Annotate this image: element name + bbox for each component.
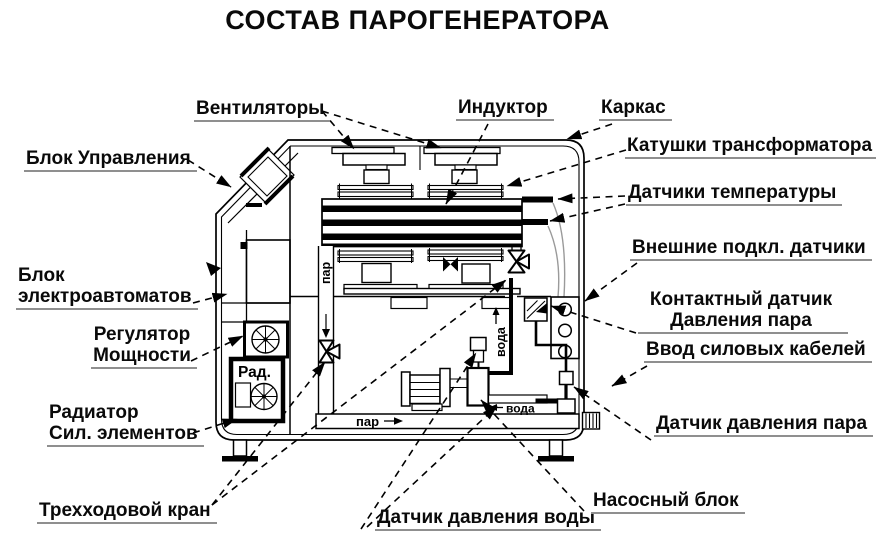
label-radiator-line1: Радиатор — [49, 402, 139, 423]
leader-temp-sensor-2 — [549, 203, 626, 223]
label-regulator-line1: Регулятор — [93, 324, 191, 345]
power-cable-gland — [581, 411, 601, 430]
label-cable-entry: Ввод силовых кабелей — [644, 339, 872, 363]
transformer-coils-lower — [337, 248, 521, 310]
label-fans: Вентиляторы — [194, 98, 331, 122]
steam-pressure-sensor — [535, 370, 576, 414]
control-unit-panel — [227, 146, 299, 224]
label-control-unit: Блок Управления — [24, 148, 197, 172]
page-title: СОСТАВ ПАРОГЕНЕРАТОРА — [225, 5, 610, 35]
label-regulator-line2: Мощности — [93, 345, 191, 366]
label-breaker-block: Блок электроавтоматов — [16, 265, 198, 310]
ventilation-fans — [331, 146, 501, 171]
steam-outlet-label: пар — [356, 414, 379, 429]
three-way-valve-symbol — [507, 243, 530, 274]
leader-power-regulator — [190, 335, 244, 362]
contact-pressure-switch — [523, 297, 568, 372]
radiator-block: Рад. — [228, 356, 286, 424]
label-frame: Каркас — [599, 97, 672, 121]
label-contact-sensor-line1: Контактный датчик — [649, 289, 833, 310]
label-breaker-line2: электроавтоматов — [18, 286, 192, 307]
label-pump-block: Насосный блок — [591, 490, 745, 514]
callout-leader-lines — [187, 110, 652, 530]
label-inductor: Индуктор — [456, 97, 554, 121]
leader-radiator — [192, 418, 238, 434]
label-contact-sensor-line2: Давления пара — [670, 310, 812, 331]
leader-control-unit — [187, 159, 232, 188]
leader-breaker-block — [192, 292, 228, 304]
label-steam-pressure-sensor: Датчик давления пара — [654, 413, 874, 437]
leader-fans-2 — [321, 110, 442, 149]
leader-inductor — [445, 123, 489, 205]
fan-icon — [251, 325, 280, 354]
steam-pipe-label: пар — [319, 261, 333, 284]
temperature-sensor-probe — [522, 219, 548, 225]
label-external-sensors: Внешние подкл. датчики — [630, 237, 872, 261]
leader-coils — [506, 149, 627, 187]
leader-steam-pressure-sensor — [573, 386, 652, 441]
water-inlet-label: вода — [506, 402, 535, 416]
flow-right-arrowhead — [394, 417, 403, 425]
leader-fans-1 — [321, 110, 355, 150]
sensor-wire — [547, 225, 560, 298]
connector-socket — [557, 323, 573, 338]
radiator-short-label: Рад. — [238, 364, 271, 381]
label-radiator: Радиатор Сил. элементов — [47, 402, 204, 447]
power-regulator-block — [243, 320, 289, 359]
label-temperature-sensors: Датчики температуры — [626, 182, 843, 206]
leader-external-sensors — [584, 262, 638, 302]
switch-wire — [534, 321, 568, 372]
pump-block — [400, 366, 548, 412]
label-power-regulator: Регулятор Мощности — [91, 324, 197, 369]
leader-pump-block — [480, 399, 585, 512]
label-breaker-line1: Блок — [18, 265, 65, 286]
breaker-block — [206, 230, 291, 323]
hinge-mark — [206, 262, 221, 276]
steam-outlet-duct: пар — [315, 413, 580, 430]
inductor-block — [321, 196, 566, 298]
three-way-valve-symbol — [318, 339, 341, 364]
flow-down-arrowhead — [322, 329, 330, 338]
internal-partitions — [289, 146, 551, 434]
leader-temp-sensor-1 — [557, 193, 626, 204]
label-water-pressure-sensor: Датчик давления воды — [375, 507, 601, 531]
sensor-wire — [552, 202, 566, 298]
leader-contact-sensor — [550, 305, 637, 334]
label-radiator-line2: Сил. элементов — [49, 423, 198, 444]
cabinet-feet — [222, 439, 574, 462]
leader-water-pressure-sensor-1 — [360, 352, 477, 530]
temperature-sensor-probe — [522, 196, 553, 203]
leader-water-pressure-sensor-2 — [366, 405, 498, 528]
leader-three-way-valve-1 — [211, 361, 326, 506]
label-three-way-valve: Трехходовой кран — [37, 500, 217, 524]
label-transformer-coils: Катушки трансформатора — [625, 135, 876, 159]
leader-cable-entry — [611, 365, 648, 387]
flow-up-arrowhead — [492, 307, 500, 315]
water-line-label: вода — [494, 326, 508, 357]
label-contact-sensor: Контактный датчик Давления пара — [638, 289, 848, 334]
leader-frame — [566, 123, 613, 140]
fan-icon — [250, 382, 278, 411]
